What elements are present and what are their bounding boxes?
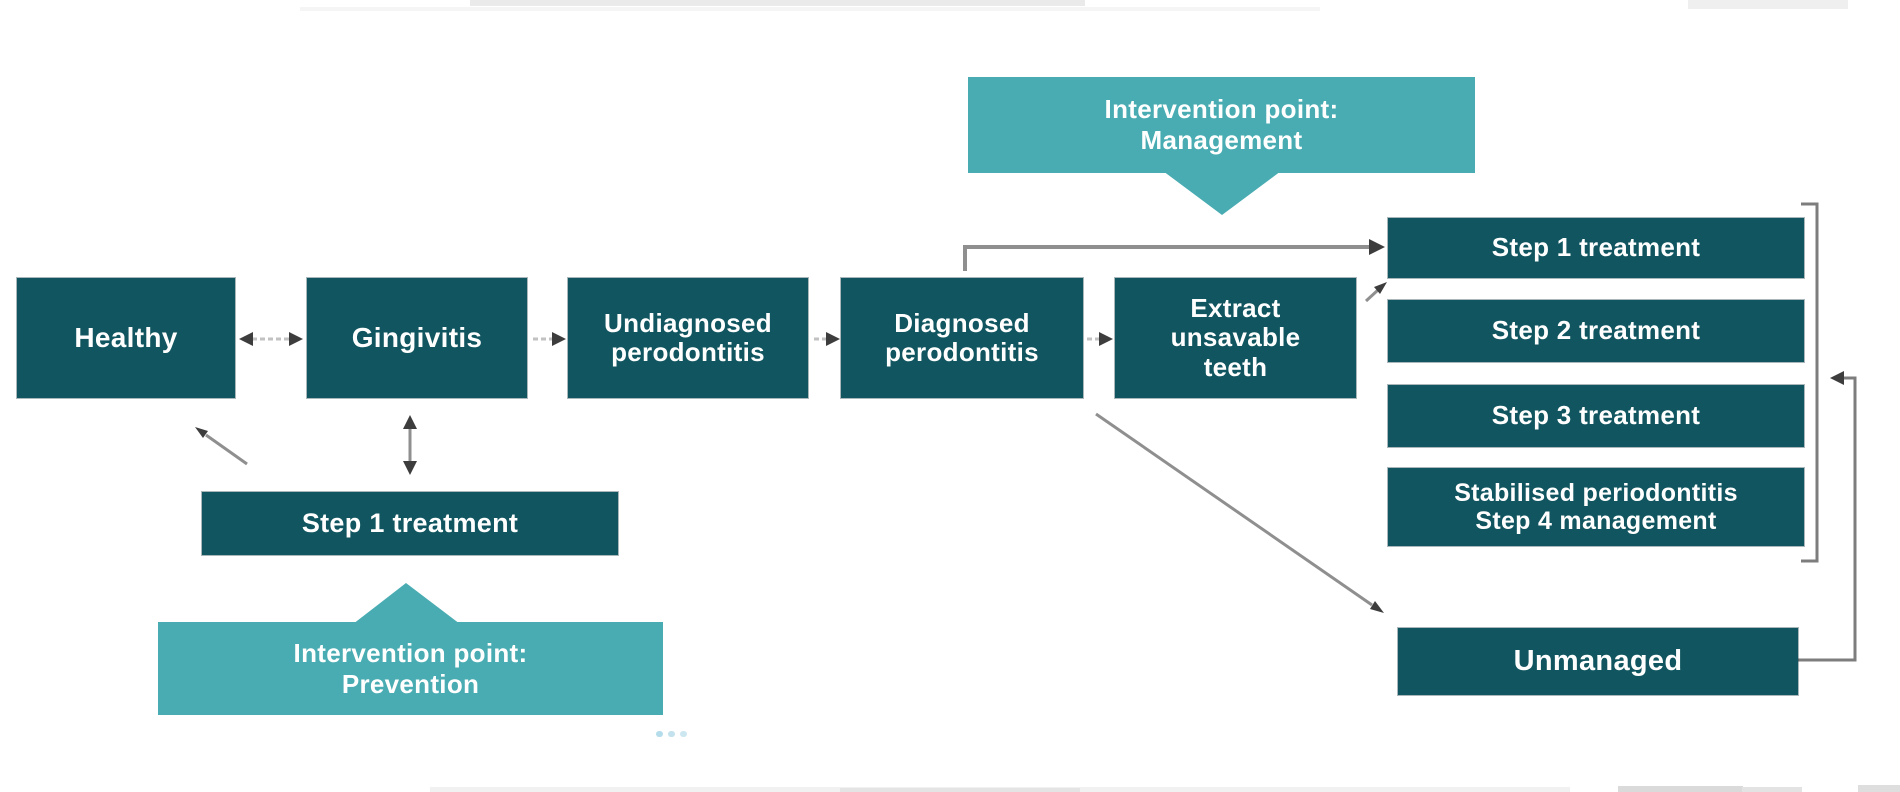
- flow-box-healthy: Healthy: [17, 278, 235, 398]
- arrow-diagnosed-unmanaged-icon: [1095, 412, 1384, 613]
- flow-box-undiagnosed-perodontitis: Undiagnosed perodontitis: [568, 278, 808, 398]
- flow-box-step3-treatment: Step 3 treatment: [1388, 385, 1804, 447]
- prevention-callout-pointer: [353, 583, 460, 624]
- double-arrow-healthy-gingivitis-icon: [239, 332, 303, 346]
- management-callout-pointer: [1163, 171, 1281, 215]
- arrow-unmanaged-steps-loop-icon: [1798, 371, 1857, 662]
- arrow-gingivitis-undiagnosed-icon: [533, 332, 566, 346]
- cutoff-artifact-bottom-corner: [1858, 785, 1900, 792]
- arrow-undiagnosed-diagnosed-icon: [814, 332, 840, 346]
- arrow-diagnosed-extract-icon: [1087, 332, 1113, 346]
- flow-box-unmanaged: Unmanaged: [1398, 628, 1798, 695]
- arrow-diagnosed-step1-icon: [963, 239, 1385, 271]
- cutoff-artifact-bottom-icons-2: [1742, 787, 1802, 792]
- arrow-extract-steps-icon: [1364, 282, 1387, 303]
- flow-box-step1-treatment: Step 1 treatment: [1388, 218, 1804, 278]
- prevention-intervention-callout: Intervention point: Prevention: [158, 622, 663, 715]
- cutoff-artifact-top-strip: [470, 0, 1085, 6]
- flow-box-diagnosed-perodontitis: Diagnosed perodontitis: [841, 278, 1083, 398]
- flow-box-step2-treatment: Step 2 treatment: [1388, 300, 1804, 362]
- cutoff-artifact-blue-dots: [656, 731, 663, 737]
- cutoff-artifact-top-right: [1688, 0, 1848, 9]
- flow-box-stabilised-periodontitis: Stabilised periodontitis Step 4 manageme…: [1388, 468, 1804, 546]
- flow-box-prevention-step1-treatment: Step 1 treatment: [202, 492, 618, 555]
- double-arrow-gingivitis-treatment-icon: [403, 415, 417, 475]
- management-intervention-callout: Intervention point: Management: [968, 77, 1475, 173]
- cutoff-artifact-bottom-smudge: [840, 788, 1080, 792]
- arrow-treatment-healthy-icon: [195, 427, 248, 466]
- steps-group-bracket: [1801, 202, 1819, 563]
- cutoff-artifact-bottom-icons: [1618, 786, 1743, 792]
- cutoff-artifact-top-strip-2: [300, 7, 1320, 11]
- flow-box-extract-unsavable-teeth: Extract unsavable teeth: [1115, 278, 1356, 398]
- flow-box-gingivitis: Gingivitis: [307, 278, 527, 398]
